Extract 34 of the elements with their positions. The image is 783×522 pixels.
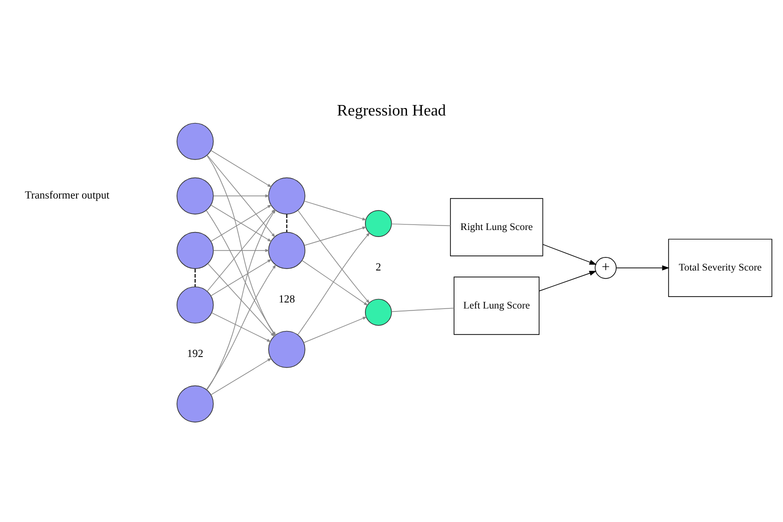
arrow <box>302 260 368 306</box>
arrow <box>616 265 670 270</box>
node-circle <box>176 286 214 324</box>
node-circle <box>176 177 214 214</box>
arrow <box>298 210 370 304</box>
arrow <box>304 200 367 220</box>
label: 128 <box>278 293 295 306</box>
node-box: Total Severity Score <box>668 238 772 297</box>
node-circle <box>176 385 214 422</box>
node-box: Right Lung Score <box>450 198 544 256</box>
arrow <box>538 270 597 292</box>
label: 2 <box>376 261 382 274</box>
arrow <box>303 316 368 343</box>
arrow <box>210 358 272 396</box>
connector <box>391 224 451 226</box>
arrow <box>213 194 270 198</box>
arrow <box>542 244 597 265</box>
node-circle: + <box>594 257 617 279</box>
arrow <box>210 259 272 296</box>
node-circle <box>176 232 214 269</box>
arrow <box>304 226 367 246</box>
arrow <box>298 232 370 335</box>
arrow <box>210 204 272 242</box>
node-circle <box>176 122 214 160</box>
label: 192 <box>186 348 204 360</box>
node-box: Left Lung Score <box>454 276 540 335</box>
diagram-title: Regression Head <box>337 102 446 120</box>
connector <box>194 268 196 287</box>
arrow <box>213 248 270 252</box>
connector <box>286 214 288 232</box>
connector <box>391 308 454 312</box>
arrow <box>211 312 272 342</box>
label: Transformer output <box>24 189 110 202</box>
arrow <box>210 150 272 188</box>
